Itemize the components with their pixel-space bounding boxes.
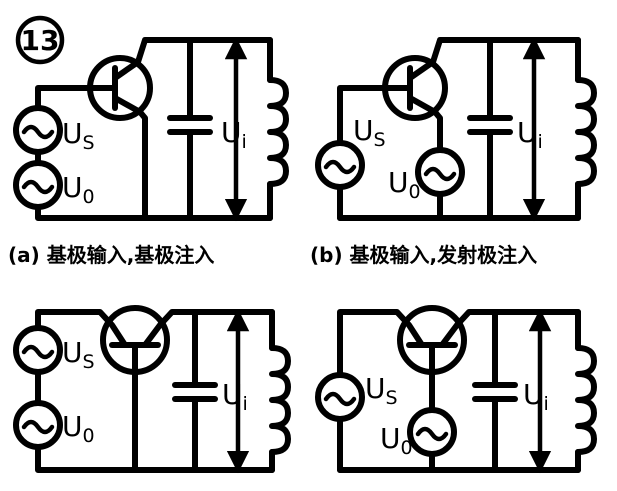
transistor-a-collector xyxy=(112,37,273,81)
inductor-a xyxy=(267,77,289,187)
label-uo-b: U0 xyxy=(388,166,421,203)
sine-icon xyxy=(21,179,55,195)
sine-icon xyxy=(21,419,55,435)
circuit-a: US U0 Ui xyxy=(13,36,289,222)
label-uo-c: U0 xyxy=(62,410,95,447)
figure-number-circle xyxy=(15,15,65,65)
inductor-c xyxy=(269,345,291,455)
caption-b: (b) 基极输入,发射极注入 xyxy=(310,243,537,267)
label-ui-a: Ui xyxy=(221,116,247,153)
label-ui-c: Ui xyxy=(222,378,248,415)
figure-number-badge: 13 xyxy=(15,15,65,65)
sine-icon xyxy=(415,426,449,442)
circuit-c: US U0 Ui xyxy=(13,305,291,474)
inductor-d xyxy=(575,345,597,455)
label-ui-d: Ui xyxy=(523,378,549,415)
figure-number: 13 xyxy=(21,24,60,57)
sine-icon xyxy=(21,344,55,360)
sine-icon xyxy=(21,124,55,140)
transistor-b-base-wire xyxy=(337,85,413,146)
label-us-b: US xyxy=(353,114,386,151)
sine-icon xyxy=(423,166,457,182)
transistor-b-emitter xyxy=(407,95,443,153)
label-us-c: US xyxy=(62,336,95,373)
transistor-a-base-wire xyxy=(35,85,118,111)
transistor-d-emitter xyxy=(337,309,425,378)
transistor-d-collector xyxy=(439,309,581,348)
sine-icon xyxy=(323,391,357,407)
label-uo-d: U0 xyxy=(380,422,413,459)
caption-a: (a) 基极输入,基极注入 xyxy=(8,243,214,267)
transistor-c-collector xyxy=(142,309,275,348)
transistor-b-collector xyxy=(407,37,581,81)
label-us-a: US xyxy=(62,117,95,154)
label-uo-a: U0 xyxy=(62,171,95,208)
sine-icon xyxy=(323,159,357,175)
circuit-d: US U0 Ui xyxy=(315,305,597,474)
label-us-d: US xyxy=(365,372,398,409)
transistor-a-emitter xyxy=(112,95,148,221)
transistor-c-emitter xyxy=(35,309,128,348)
label-ui-b: Ui xyxy=(517,116,543,153)
circuit-b: US U0 Ui xyxy=(315,36,597,222)
inductor-b xyxy=(575,77,597,187)
